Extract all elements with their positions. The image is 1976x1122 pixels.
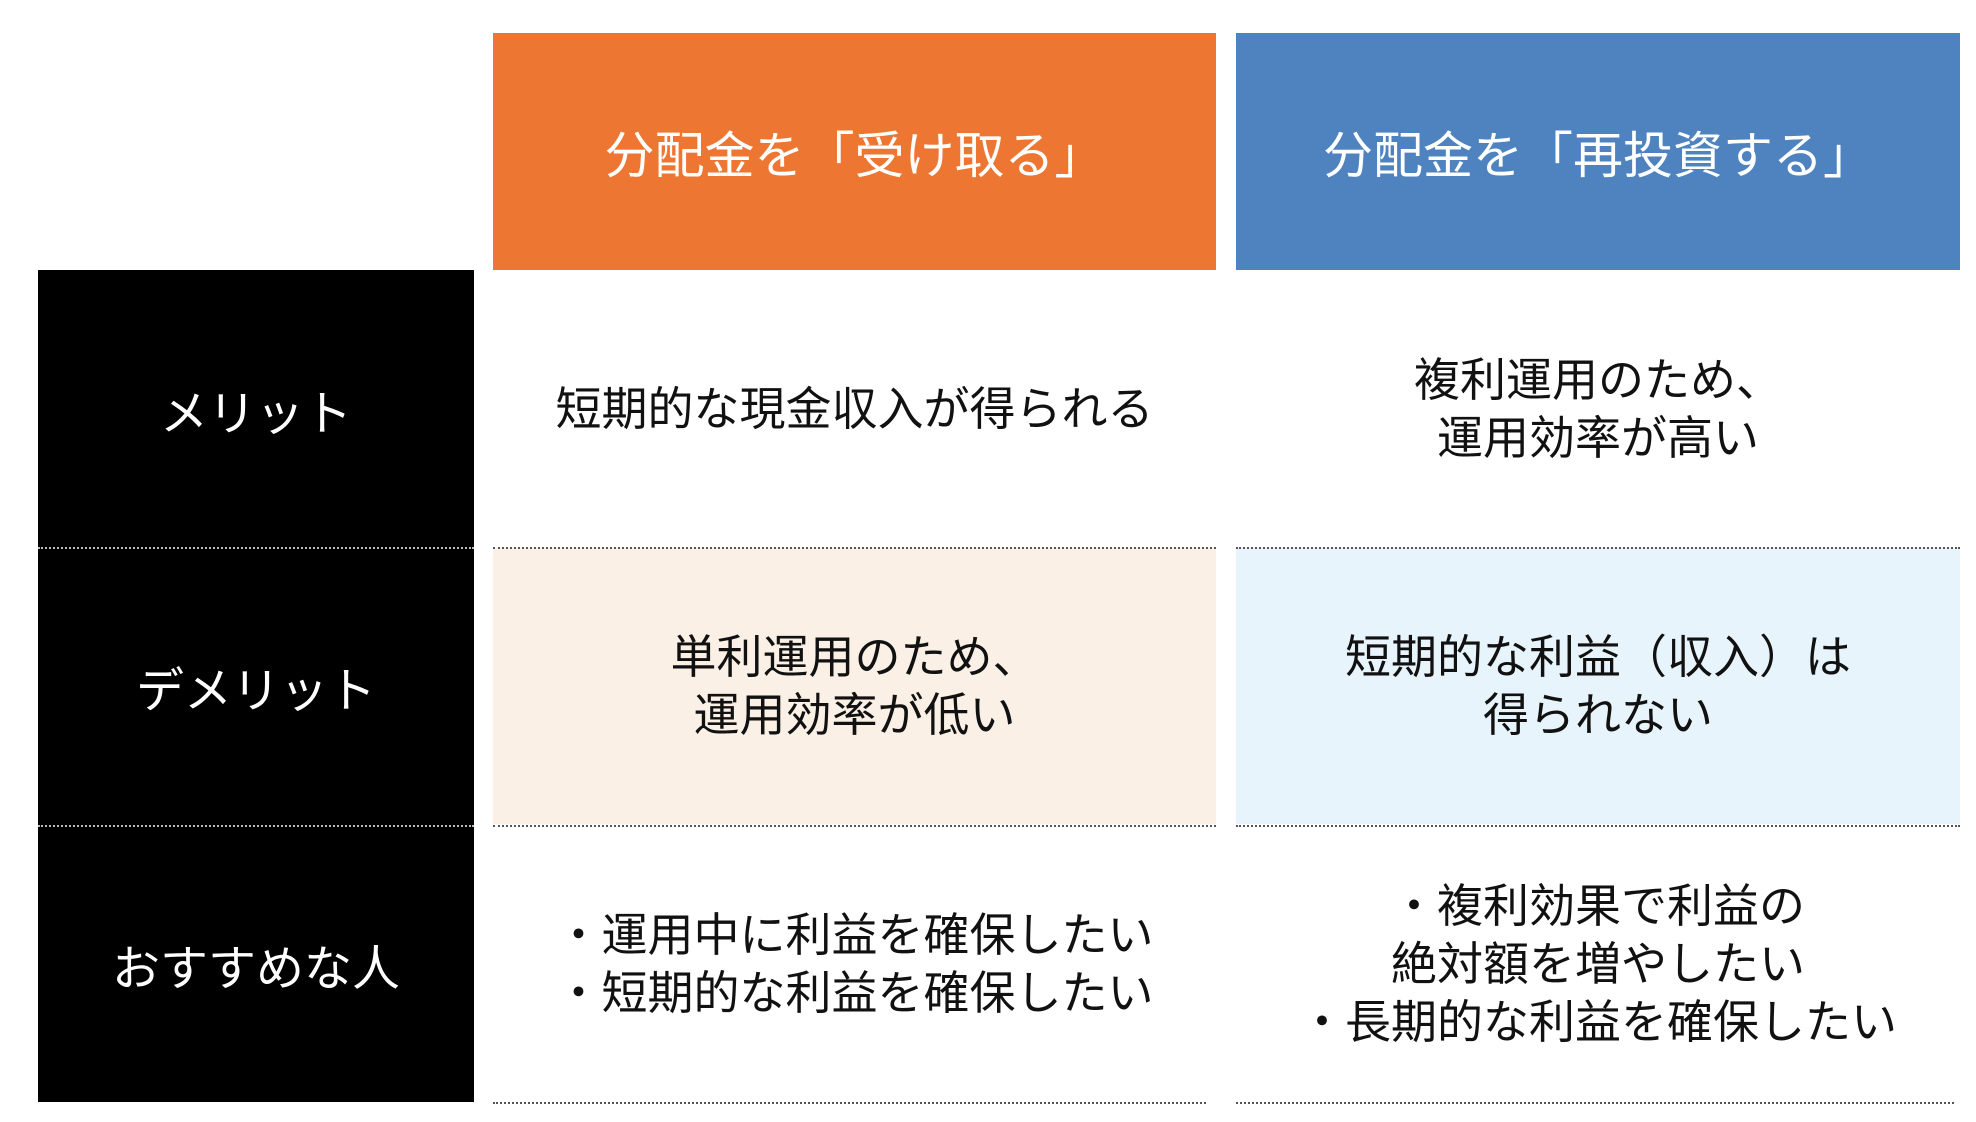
- cell-recommended-receive: ・運用中に利益を確保したい ・短期的な利益を確保したい: [555, 908, 1154, 1020]
- header-receive: 分配金を「受け取る」: [493, 33, 1216, 270]
- divider: [38, 547, 474, 549]
- cell-demerit-receive: 単利運用のため、 運用効率が低い: [493, 548, 1216, 824]
- cell-demerit-reinvest: 短期的な利益（収入）は 得られない: [1236, 548, 1960, 824]
- row-label-merit: メリット: [38, 270, 474, 547]
- cell-merit-receive: 短期的な現金収入が得られる: [555, 381, 1154, 436]
- divider: [1236, 547, 1960, 549]
- divider: [493, 825, 1216, 827]
- header-reinvest: 分配金を「再投資する」: [1236, 33, 1960, 270]
- row-label-demerit: デメリット: [38, 547, 474, 825]
- divider: [38, 825, 474, 827]
- cell-recommended-reinvest: ・複利効果で利益の 絶対額を増やしたい ・長期的な利益を確保したい: [1299, 879, 1897, 1049]
- divider: [1236, 825, 1960, 827]
- divider: [493, 547, 1216, 549]
- row-label-recommended: おすすめな人: [38, 825, 474, 1102]
- divider: [493, 1102, 1206, 1104]
- divider: [1236, 1102, 1954, 1104]
- cell-merit-reinvest: 複利運用のため、 運用効率が高い: [1414, 352, 1782, 465]
